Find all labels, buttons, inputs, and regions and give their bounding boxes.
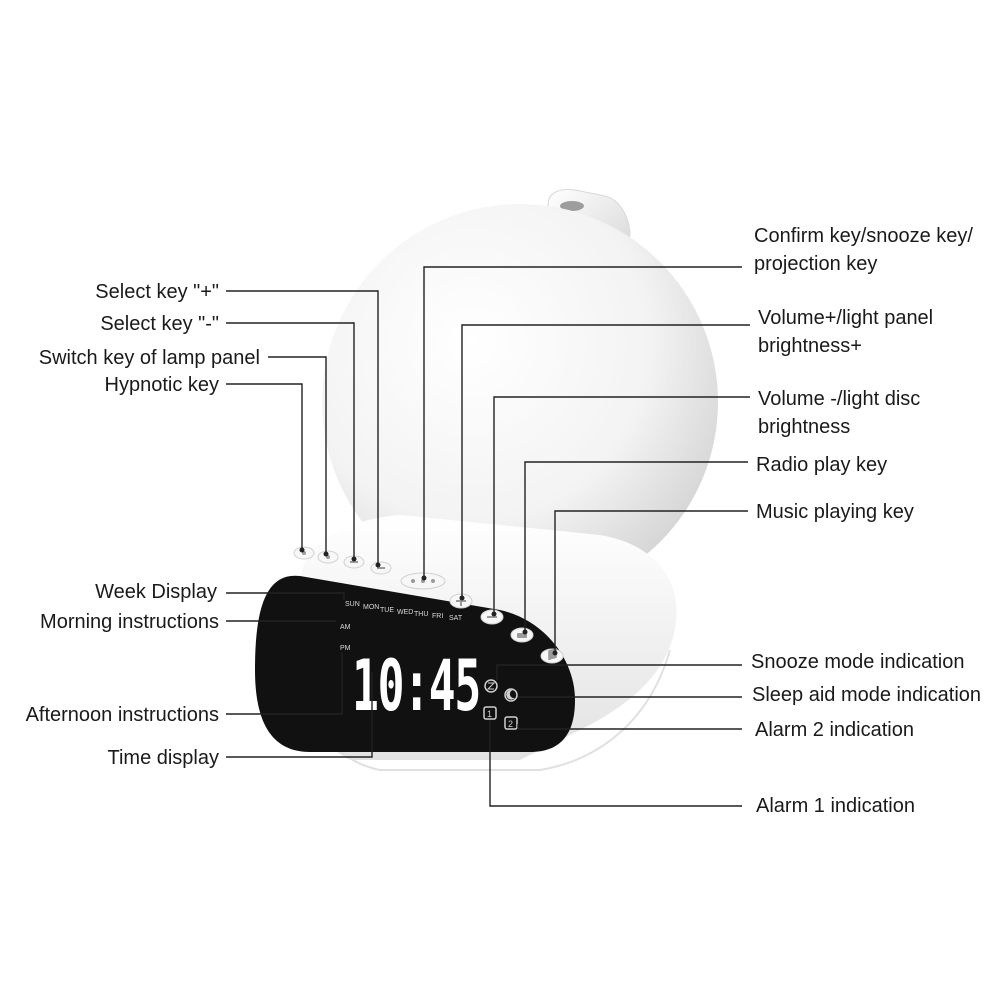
time-digits: 10:45	[352, 645, 480, 727]
projector-lens	[560, 201, 584, 211]
day-fri: FRI	[432, 613, 443, 620]
label-volume-minus-line2: brightness	[758, 416, 850, 438]
music-play-key[interactable]	[540, 648, 564, 664]
hypnotic-key[interactable]	[293, 546, 315, 560]
volume-plus-key[interactable]	[449, 593, 473, 609]
svg-text:1: 1	[487, 709, 492, 719]
label-volume-plus-line1: Volume+/light panel	[758, 307, 933, 329]
leader-volume-plus	[461, 324, 750, 598]
lamp-sphere	[322, 204, 718, 600]
pm-indicator: PM	[340, 645, 351, 652]
label-hypnotic: Hypnotic key	[105, 374, 220, 396]
label-week-display: Week Display	[95, 581, 217, 603]
am-indicator: AM	[340, 624, 351, 631]
leader-time-display	[226, 672, 373, 758]
volume-minus-key[interactable]	[480, 609, 504, 625]
leader-snooze-mode	[496, 664, 742, 680]
label-volume-plus-line2: brightness+	[758, 335, 862, 357]
label-select-plus: Select key "+"	[95, 281, 219, 303]
leader-volume-minus	[493, 396, 750, 614]
right-labels: Confirm key/snooze key/ projection key V…	[751, 225, 981, 817]
day-wed: WED	[397, 609, 413, 616]
leader-music	[554, 510, 748, 653]
alarm-2-icon: 2	[504, 716, 518, 730]
select-plus-key[interactable]	[370, 561, 392, 575]
label-confirm-line2: projection key	[754, 253, 877, 275]
day-thu: THU	[414, 611, 428, 618]
label-music: Music playing key	[756, 501, 914, 523]
label-time-display: Time display	[107, 747, 219, 769]
label-switch-lamp: Switch key of lamp panel	[39, 347, 260, 369]
week-days-row: SUN MON TUE WED THU FRI SAT	[345, 601, 463, 622]
label-afternoon: Afternoon instructions	[26, 704, 219, 726]
leader-select-plus	[226, 290, 379, 565]
leader-lines	[226, 266, 750, 807]
radio-play-key[interactable]	[510, 627, 534, 643]
leader-switch-lamp	[268, 356, 327, 554]
label-confirm-line1: Confirm key/snooze key/	[754, 225, 973, 247]
confirm-snooze-projection-key[interactable]	[400, 572, 446, 590]
label-snooze-mode: Snooze mode indication	[751, 651, 964, 673]
day-mon: MON	[363, 604, 379, 611]
leader-confirm	[423, 266, 742, 578]
leader-alarm1	[489, 720, 742, 807]
alarm-clock-device: SUN MON TUE WED THU FRI SAT AM PM 10:45 …	[255, 189, 718, 771]
sleep-aid-mode-icon	[504, 688, 518, 702]
label-alarm1: Alarm 1 indication	[756, 795, 915, 817]
leader-hypnotic	[226, 383, 303, 550]
left-labels: Select key "+" Select key "-" Switch key…	[26, 281, 260, 769]
day-sun: SUN	[345, 601, 360, 608]
alarm-1-icon: 1	[483, 706, 497, 720]
label-morning: Morning instructions	[40, 611, 219, 633]
day-tue: TUE	[380, 607, 394, 614]
day-sat: SAT	[449, 615, 463, 622]
label-select-minus: Select key "-"	[100, 313, 219, 335]
label-sleep-aid: Sleep aid mode indication	[752, 684, 981, 706]
leader-alarm2	[517, 724, 742, 730]
label-radio: Radio play key	[756, 454, 887, 476]
leader-afternoon	[226, 652, 343, 715]
snooze-mode-icon	[484, 679, 498, 693]
leader-week-display	[226, 592, 345, 600]
leader-radio	[524, 461, 748, 632]
label-volume-minus-line1: Volume -/light disc	[758, 388, 920, 410]
svg-text:2: 2	[508, 719, 513, 729]
leader-select-minus	[226, 322, 355, 559]
label-alarm2: Alarm 2 indication	[755, 719, 914, 741]
lamp-switch-key[interactable]	[317, 550, 339, 564]
